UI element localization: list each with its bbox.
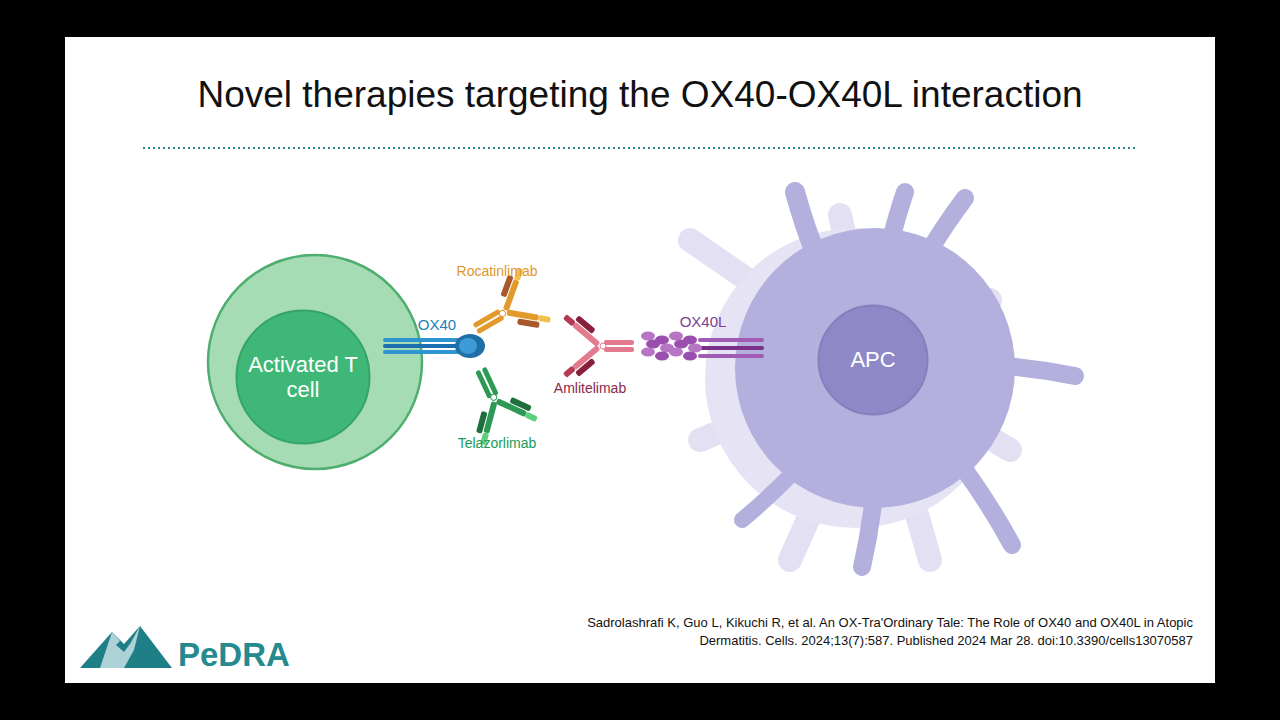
antibody-symbol	[563, 345, 605, 383]
antibody-symbol	[600, 343, 606, 349]
t-cell	[208, 255, 422, 469]
antibody-symbol	[475, 370, 492, 399]
ox40l-ligand	[646, 340, 660, 349]
ox40-receptor	[385, 334, 485, 358]
apc-body	[735, 228, 1015, 508]
logo-text: PeDRA	[178, 636, 290, 674]
molecule-label: Rocatinlimab	[457, 263, 538, 279]
antibody-symbol	[575, 315, 596, 334]
ox40-receptor	[455, 334, 485, 358]
apc-cell	[735, 192, 1075, 567]
antibody-symbol	[525, 412, 538, 423]
antibody-symbol	[496, 392, 541, 422]
antibody-symbol	[476, 315, 504, 334]
antibody-symbol	[563, 309, 605, 347]
citation: Sadrolashrafi K, Guo L, Kikuchi R, et al…	[581, 614, 1193, 650]
antibody-symbol	[604, 340, 634, 345]
antibody-symbol	[505, 309, 551, 329]
antibody-symbol	[517, 318, 540, 328]
slide-title: Novel therapies targeting the OX40-OX40L…	[197, 74, 1082, 116]
ox40l-ligand	[674, 340, 688, 349]
ox40-receptor	[385, 350, 460, 354]
molecule-label: OX40L	[680, 313, 727, 330]
ox40l-ligand	[641, 332, 762, 361]
antibody-symbol	[563, 366, 576, 378]
node-label: Activated T cell	[247, 352, 359, 403]
molecule-label: OX40	[418, 316, 456, 333]
t-cell-nucleus: Activated T cell	[235, 309, 371, 445]
molecule-label: Telazorlimab	[458, 435, 537, 451]
antibody-symbol	[563, 309, 634, 383]
circle-shape	[819, 306, 928, 415]
ox40l-ligand	[655, 352, 669, 361]
ox40-receptor	[385, 338, 460, 342]
antibody-symbol	[538, 315, 551, 323]
antibody-symbol	[498, 309, 506, 317]
antibody-symbol	[506, 309, 539, 320]
antibody-symbol	[509, 397, 531, 412]
ox40l-ligand	[700, 354, 762, 358]
ox40-receptor	[385, 344, 460, 348]
circle-shape	[237, 311, 370, 444]
antibody-symbol	[563, 314, 576, 326]
logo-mountain	[80, 626, 172, 668]
logo-mountain	[80, 626, 172, 668]
ox40l-ligand	[700, 346, 762, 350]
t-cell-membrane	[208, 255, 422, 469]
logo-snow	[100, 626, 140, 668]
antibody-symbol	[476, 411, 487, 434]
antibody-symbol	[457, 261, 556, 361]
apc-nucleus: APC	[817, 304, 929, 416]
ox40-receptor	[459, 338, 477, 354]
node-label: APC	[829, 347, 917, 372]
title-rule	[143, 147, 1135, 149]
antibodies	[447, 261, 634, 449]
ox40l-ligand	[700, 338, 762, 342]
ox40l-ligand	[641, 332, 655, 341]
ox40l-ligand	[669, 348, 683, 357]
antibody-symbol	[604, 347, 634, 352]
antibody-symbol	[575, 358, 596, 377]
ox40l-ligand	[688, 344, 702, 353]
antibody-symbol	[490, 393, 498, 401]
ox40l-ligand	[669, 332, 683, 341]
molecule-label: Amlitelimab	[554, 380, 626, 396]
ox40l-ligand	[683, 352, 697, 361]
ox40l-ligand	[641, 348, 655, 357]
